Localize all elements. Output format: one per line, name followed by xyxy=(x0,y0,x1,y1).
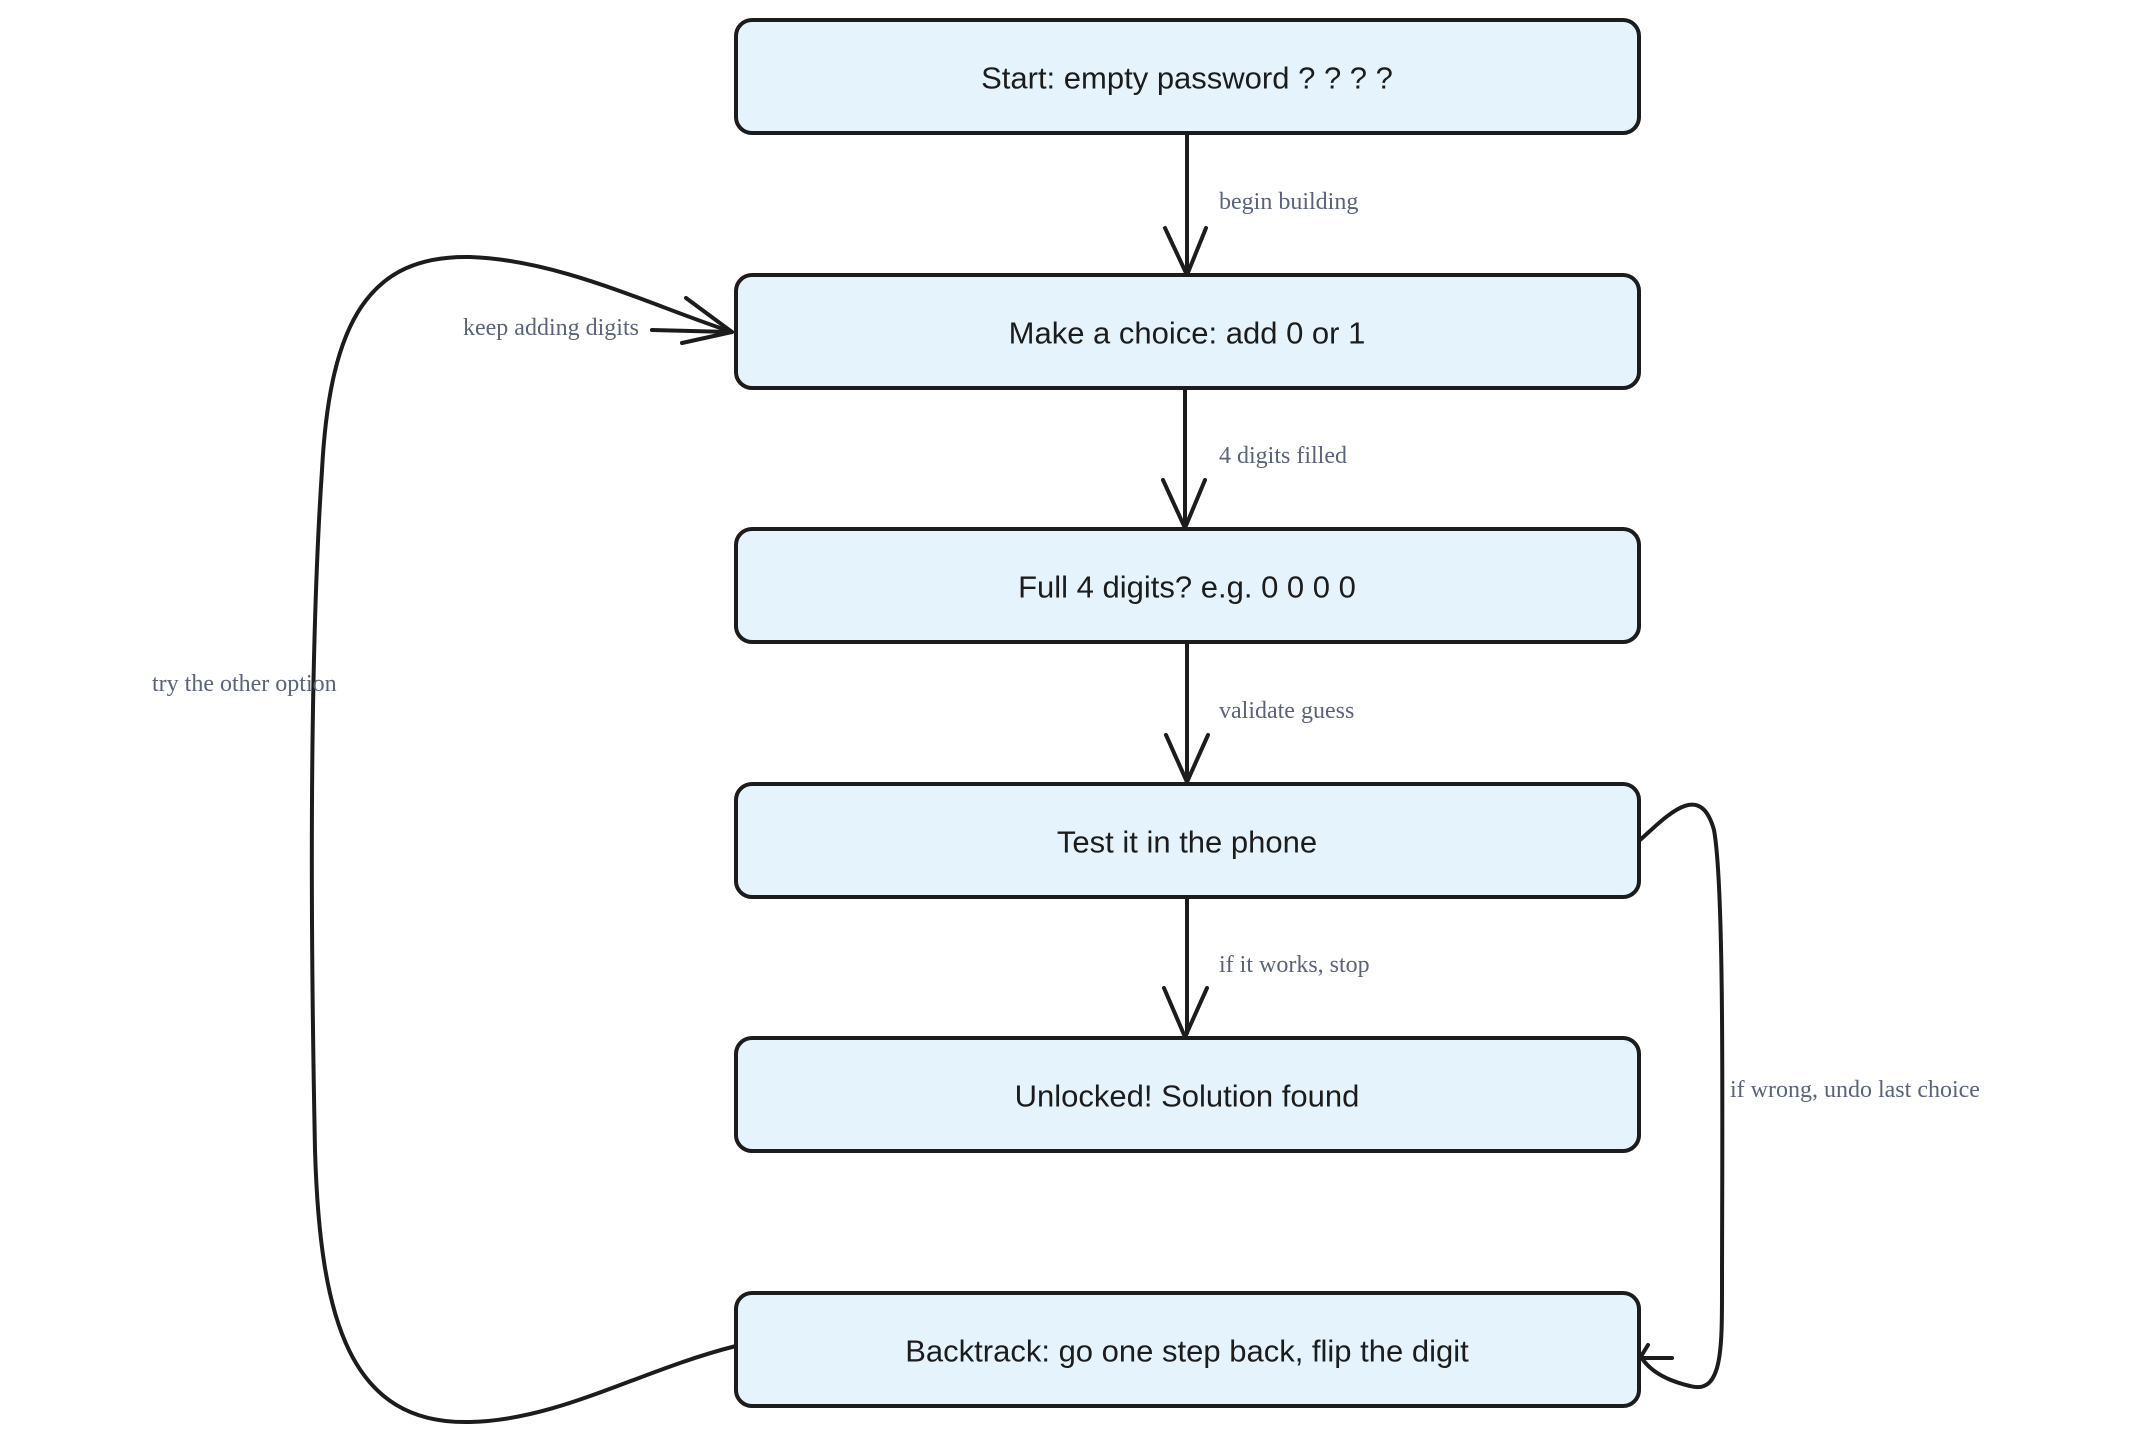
edge-choice-to-full: 4 digits filled xyxy=(1161,387,1347,530)
edge-test-to-backtrack: if wrong, undo last choice xyxy=(1638,802,1980,1390)
edge-backtrack-to-choice: try the other option xyxy=(152,254,738,1425)
edge-label-4-digits-filled: 4 digits filled xyxy=(1219,443,1347,469)
node-start: Start: empty password ? ? ? ? xyxy=(734,18,1641,135)
node-label-choice: Make a choice: add 0 or 1 xyxy=(1009,316,1366,351)
node-label-backtrack: Backtrack: go one step back, flip the di… xyxy=(905,1334,1469,1369)
node-label-start: Start: empty password ? ? ? ? xyxy=(981,61,1393,96)
node-choice: Make a choice: add 0 or 1 xyxy=(734,273,1641,390)
node-unlocked: Unlocked! Solution found xyxy=(734,1036,1641,1153)
edge-test-to-unlocked: if it works, stop xyxy=(1162,895,1370,1039)
node-test: Test it in the phone xyxy=(734,782,1641,899)
edge-label-if-it-works: if it works, stop xyxy=(1219,952,1370,978)
edge-start-to-choice: begin building xyxy=(1163,131,1358,277)
edge-label-try-other-option: try the other option xyxy=(152,671,337,697)
node-label-unlocked: Unlocked! Solution found xyxy=(1015,1079,1360,1114)
node-label-test: Test it in the phone xyxy=(1057,825,1317,860)
edge-keep-adding-digits: keep adding digits xyxy=(463,315,732,341)
node-backtrack: Backtrack: go one step back, flip the di… xyxy=(734,1291,1641,1408)
node-label-full: Full 4 digits? e.g. 0 0 0 0 xyxy=(1018,570,1356,605)
edge-label-validate-guess: validate guess xyxy=(1219,698,1354,724)
edge-label-keep-adding-digits: keep adding digits xyxy=(463,315,639,341)
node-full: Full 4 digits? e.g. 0 0 0 0 xyxy=(734,527,1641,644)
edge-full-to-test: validate guess xyxy=(1164,641,1354,784)
edge-label-if-wrong: if wrong, undo last choice xyxy=(1730,1077,1980,1103)
edges: begin building 4 digits filled validate … xyxy=(152,131,1980,1425)
nodes: Start: empty password ? ? ? ? Make a cho… xyxy=(734,18,1641,1408)
edge-label-begin-building: begin building xyxy=(1219,189,1358,215)
